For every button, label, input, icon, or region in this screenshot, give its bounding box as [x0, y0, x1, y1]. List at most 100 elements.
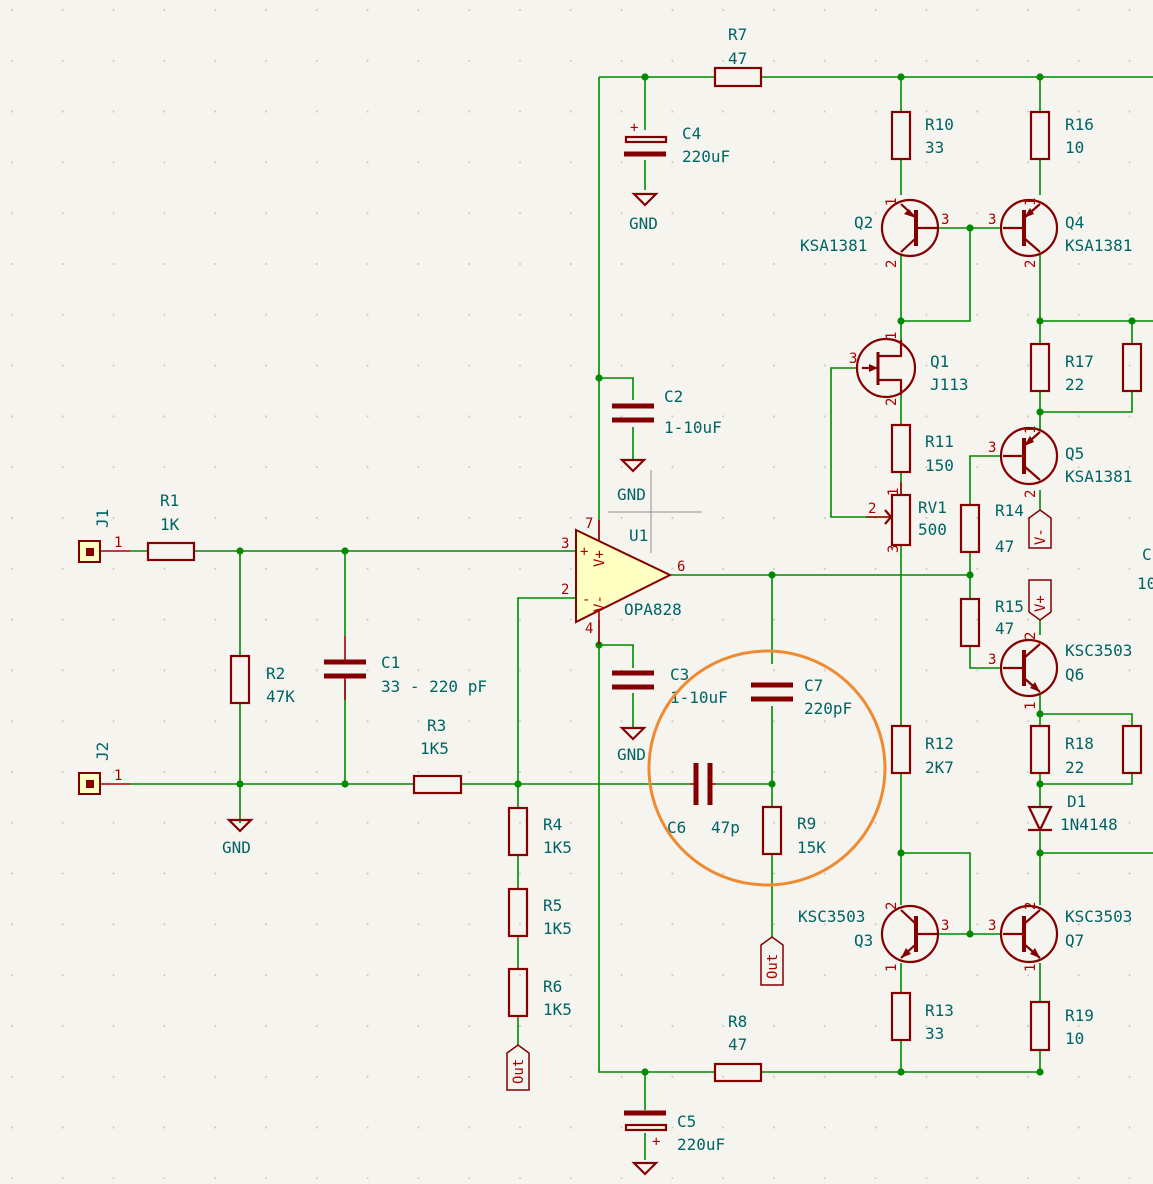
u1-vminus: V- — [592, 595, 608, 612]
c4-ref: C4 — [682, 124, 701, 143]
resistor-r16[interactable]: R16 10 — [1029, 110, 1094, 161]
resistor-r3[interactable]: R3 1K5 — [412, 716, 463, 795]
r4-ref: R4 — [543, 815, 562, 834]
resistor-r17[interactable]: R17 22 — [1029, 342, 1094, 394]
j1-ref: J1 — [93, 509, 112, 528]
c4-value: 220uF — [682, 147, 730, 166]
r12-value: 2K7 — [925, 758, 954, 777]
r2-value: 47K — [266, 687, 295, 706]
r17-ref: R17 — [1065, 352, 1094, 371]
capacitor-c3[interactable]: C3 1-10uF — [612, 665, 728, 707]
r1-value: 1K — [160, 515, 180, 534]
r6-ref: R6 — [543, 977, 562, 996]
q1-value: J113 — [930, 375, 969, 394]
capacitor-c2[interactable]: C2 1-10uF — [612, 387, 722, 437]
gnd-symbol-2: GND — [617, 458, 647, 504]
q7-pin2: 2 — [1023, 902, 1039, 910]
capacitor-c6[interactable]: C6 47p — [667, 763, 740, 837]
resistor-r4[interactable]: R4 1K5 — [507, 806, 572, 857]
r3-value: 1K5 — [420, 739, 449, 758]
capacitor-c4[interactable]: + C4 220uF — [624, 120, 730, 166]
gnd-label-1: GND — [222, 838, 251, 857]
rv1-pin3: 3 — [886, 545, 902, 553]
capacitor-c7[interactable]: C7 220pF — [751, 676, 852, 718]
q5-ref: Q5 — [1065, 444, 1084, 463]
resistor-r11[interactable]: R11 150 — [890, 423, 954, 475]
u1-pin4: 4 — [585, 621, 593, 637]
r6-value: 1K5 — [543, 1000, 572, 1019]
c2-ref: C2 — [664, 387, 683, 406]
c1-value: 33 - 220 pF — [381, 677, 487, 696]
r14-ref: R14 — [995, 501, 1024, 520]
opamp-u1[interactable]: + - V+ V- 3 2 6 7 4 U1 OPA828 — [561, 470, 702, 645]
c5-value: 220uF — [677, 1135, 725, 1154]
resistor-r17-parallel[interactable] — [1121, 342, 1143, 393]
resistor-r2[interactable]: R2 47K — [229, 654, 295, 706]
resistor-r18-parallel[interactable] — [1121, 724, 1143, 775]
rv1-value: 500 — [918, 520, 947, 539]
resistor-r19[interactable]: R19 10 — [1029, 1000, 1094, 1052]
r3-ref: R3 — [427, 716, 446, 735]
resistor-r6[interactable]: R6 1K5 — [507, 967, 572, 1019]
q2-ref: Q2 — [854, 213, 873, 232]
resistor-r7[interactable]: R7 47 — [713, 25, 763, 88]
r13-value: 33 — [925, 1024, 944, 1043]
capacitor-c5[interactable]: + C5 220uF — [624, 1110, 725, 1154]
c6-ref: C6 — [667, 818, 686, 837]
r19-ref: R19 — [1065, 1006, 1094, 1025]
r15-ref: R15 — [995, 597, 1024, 616]
u1-vplus: V+ — [592, 550, 608, 567]
transistor-q1[interactable]: 3 1 2 Q1 J113 — [849, 332, 969, 406]
c3-ref: C3 — [670, 665, 689, 684]
gnd-symbol-1: GND — [222, 818, 254, 857]
r14-value: 47 — [995, 537, 1014, 556]
resistor-r13[interactable]: R13 33 — [890, 991, 954, 1043]
power-flag-vminus: V- — [1028, 509, 1052, 549]
resistor-r1[interactable]: R1 1K — [146, 491, 196, 562]
transistor-q4[interactable]: 3 1 2 Q4 KSA1381 — [988, 198, 1132, 268]
resistor-r12[interactable]: R12 2K7 — [890, 724, 954, 777]
resistor-r8[interactable]: R8 47 — [713, 1012, 763, 1083]
u1-ref: U1 — [629, 526, 648, 545]
j2-ref: J2 — [93, 742, 112, 761]
c2-value: 1-10uF — [664, 418, 722, 437]
capacitor-c1[interactable]: C1 33 - 220 pF — [324, 636, 487, 700]
transistor-q7[interactable]: 3 2 1 KSC3503 Q7 — [988, 902, 1132, 972]
diode-d1[interactable]: D1 1N4148 — [1027, 792, 1118, 834]
r7-value: 47 — [728, 49, 747, 68]
connector-j1[interactable]: J1 1 — [78, 509, 130, 563]
q1-pin1: 1 — [884, 332, 900, 340]
vminus-label: V- — [1033, 528, 1049, 545]
r4-value: 1K5 — [543, 838, 572, 857]
q5-pin3: 3 — [988, 440, 996, 456]
resistor-r14[interactable]: R14 47 — [959, 501, 1024, 556]
q7-pin3: 3 — [988, 918, 996, 934]
transistor-q2[interactable]: 3 1 2 Q2 KSA1381 — [800, 198, 949, 268]
resistor-r15[interactable]: R15 47 — [959, 597, 1024, 648]
resistor-r5[interactable]: R5 1K5 — [507, 887, 572, 938]
power-flag-vplus: V+ — [1028, 579, 1052, 621]
q1-pin2: 2 — [884, 398, 900, 406]
r17-value: 22 — [1065, 375, 1084, 394]
resistor-r10[interactable]: R10 33 — [890, 110, 954, 161]
r9-ref: R9 — [797, 814, 816, 833]
connector-j2[interactable]: J2 1 — [78, 742, 130, 795]
resistor-r18[interactable]: R18 22 — [1029, 724, 1094, 777]
trimpot-rv1[interactable]: 2 1 3 RV1 500 — [866, 482, 947, 553]
transistor-q6[interactable]: 3 2 1 KSC3503 Q6 — [988, 632, 1132, 710]
d1-ref: D1 — [1067, 792, 1086, 811]
transistor-q5[interactable]: 3 1 2 Q5 KSA1381 — [988, 426, 1132, 498]
transistor-q3[interactable]: 3 2 1 KSC3503 Q3 — [798, 902, 949, 972]
gnd-symbol-5 — [631, 1161, 659, 1176]
resistor-r9[interactable]: R9 15K — [761, 805, 826, 857]
gnd-label-4: GND — [629, 214, 658, 233]
q3-pin2: 2 — [884, 902, 900, 910]
q7-value: KSC3503 — [1065, 907, 1132, 926]
q6-pin3: 3 — [988, 652, 996, 668]
c4-plus: + — [630, 120, 638, 136]
u1-plus: + — [580, 544, 588, 560]
r15-value: 47 — [995, 619, 1014, 638]
rv1-ref: RV1 — [918, 498, 947, 517]
